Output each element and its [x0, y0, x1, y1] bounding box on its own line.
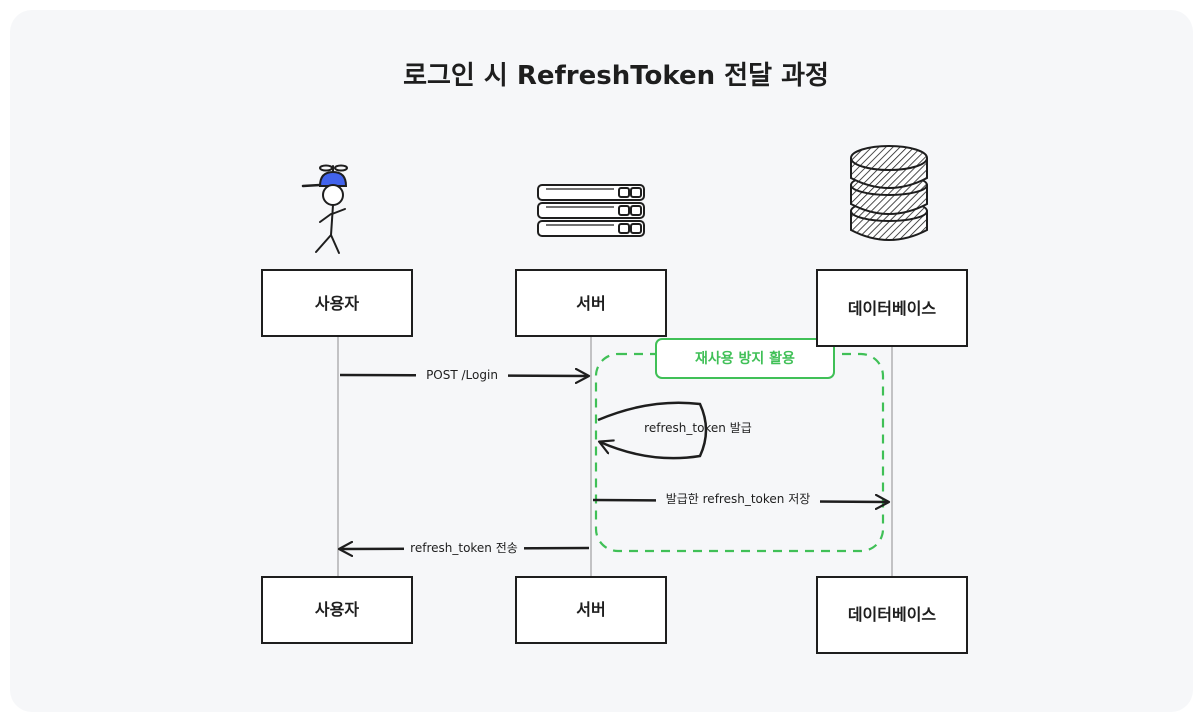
participant-server-top: 서버: [515, 269, 667, 337]
note-label-box: [655, 338, 835, 379]
message-login: POST /Login: [339, 366, 588, 382]
message-login-label: POST /Login: [426, 368, 498, 382]
participant-user-top: 사용자: [261, 269, 413, 337]
user-icon: [301, 164, 348, 254]
database-icon: [850, 145, 928, 241]
participant-user-label: 사용자: [315, 294, 359, 313]
participant-user-bottom-label: 사용자: [315, 600, 359, 619]
message-issue: refresh_token 발급: [597, 401, 752, 460]
message-issue-label: refresh_token 발급: [644, 421, 752, 435]
participant-server-label: 서버: [576, 294, 605, 313]
server-icon: [537, 184, 645, 237]
message-send-label: refresh_token 전송: [410, 541, 518, 555]
note-label: 재사용 방지 활용: [695, 350, 795, 367]
participant-database-bottom: 데이터베이스: [816, 576, 968, 654]
note-dashed-region: [594, 352, 885, 553]
participant-database-bottom-label: 데이터베이스: [848, 605, 937, 624]
participant-server-bottom: 서버: [515, 576, 667, 644]
diagram-title: 로그인 시 RefreshToken 전달 과정: [403, 61, 829, 91]
participant-user-bottom: 사용자: [261, 576, 413, 644]
participant-server-bottom-label: 서버: [576, 600, 605, 619]
participant-database-top: 데이터베이스: [816, 269, 968, 347]
participant-database-label: 데이터베이스: [848, 299, 937, 318]
message-store-label: 발급한 refresh_token 저장: [666, 492, 811, 506]
message-send: refresh_token 전송: [340, 540, 590, 556]
message-store: 발급한 refresh_token 저장: [592, 490, 888, 506]
